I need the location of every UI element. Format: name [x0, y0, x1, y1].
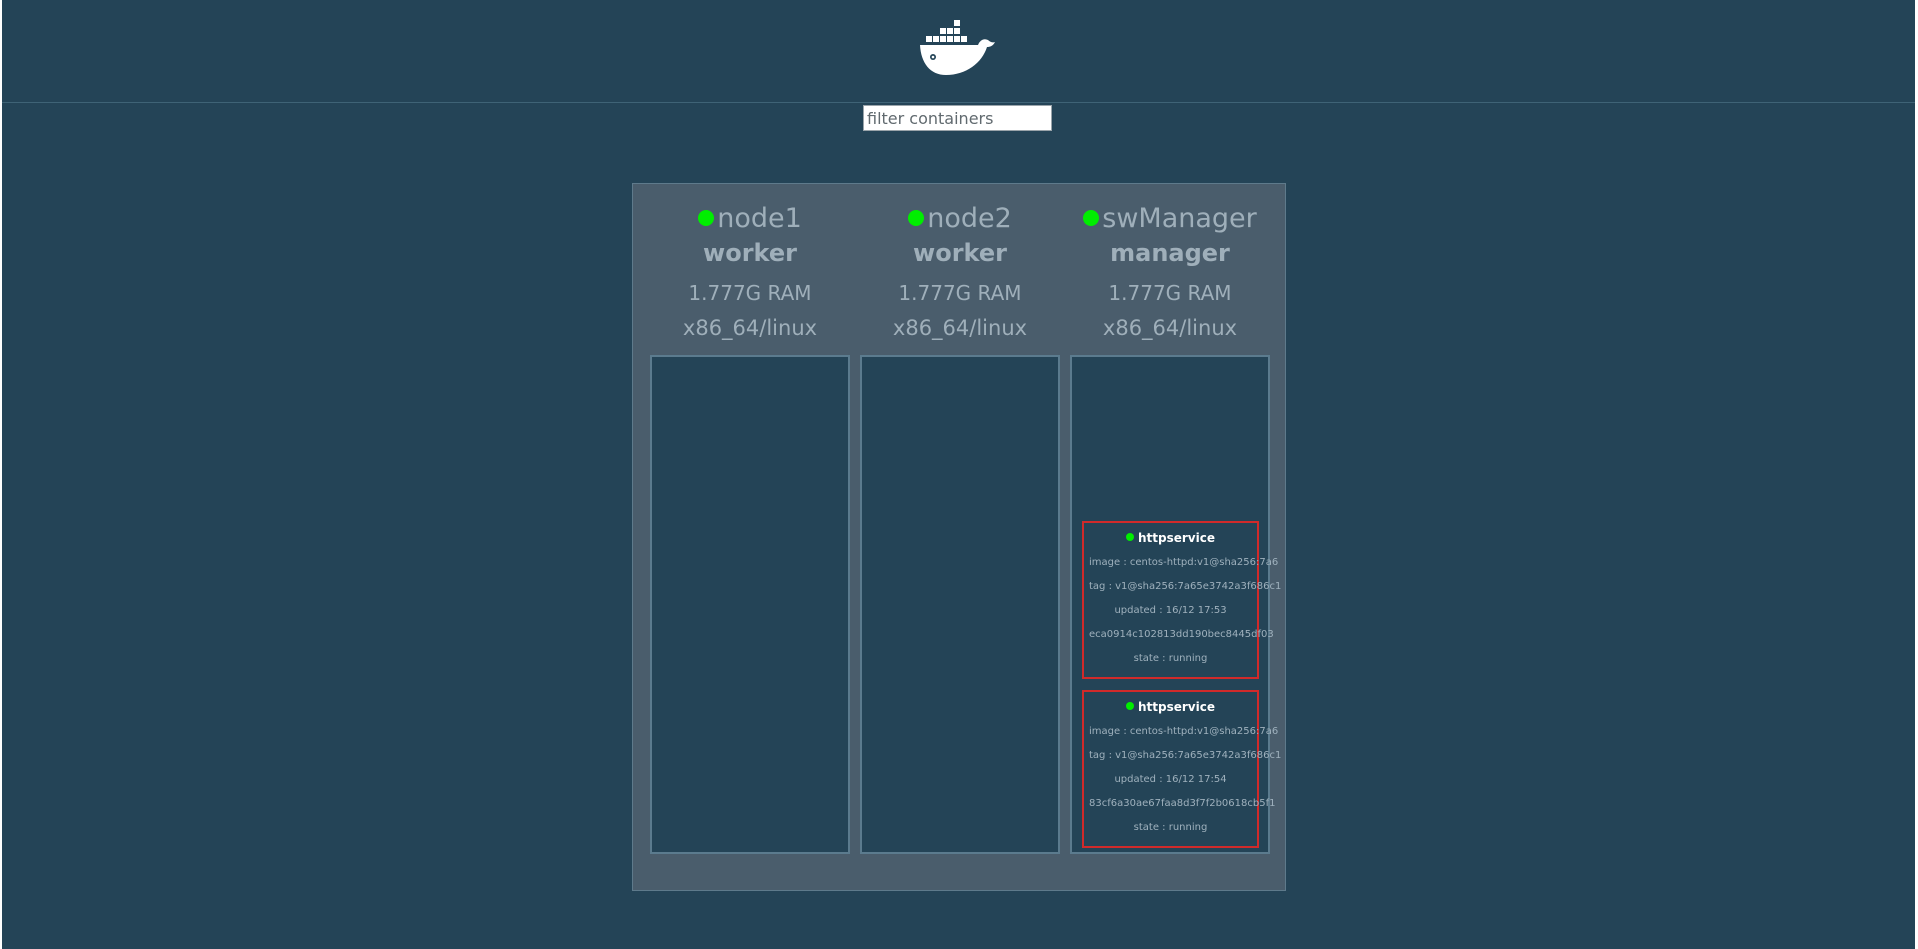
node-title: node2 — [860, 200, 1060, 236]
task-card[interactable]: httpservice image : centos-httpd:v1@sha2… — [1082, 521, 1282, 679]
node-title: node1 — [650, 200, 850, 236]
node-column-node1 — [650, 355, 850, 854]
status-dot-icon — [1083, 210, 1100, 226]
filter-containers-input[interactable] — [863, 105, 1052, 131]
task-name: httpservice — [1138, 531, 1215, 545]
task-tag: tag : v1@sha256:7a65e3742a3f686c1 — [1089, 750, 1282, 761]
node-name: node2 — [927, 202, 1012, 234]
node-arch: x86_64/linux — [1102, 316, 1238, 340]
node-column-node2 — [860, 355, 1060, 854]
task-name: httpservice — [1138, 700, 1215, 714]
task-updated: updated : 16/12 17:53 — [1114, 605, 1227, 616]
node-title: swManager — [1070, 200, 1270, 236]
task-state: state : running — [1133, 822, 1208, 833]
swarm-cluster-panel: node1 worker 1.777G RAM x86_64/linux nod… — [632, 183, 1286, 891]
task-updated: updated : 16/12 17:54 — [1114, 774, 1227, 785]
node-arch: x86_64/linux — [892, 316, 1028, 340]
status-dot-icon — [698, 210, 715, 226]
node-role: manager — [1110, 239, 1230, 267]
status-dot-icon — [1126, 702, 1134, 710]
task-image: image : centos-httpd:v1@sha256:7a6 — [1089, 726, 1279, 737]
task-state: state : running — [1133, 653, 1208, 664]
node-arch: x86_64/linux — [682, 316, 818, 340]
node-ram: 1.777G RAM — [688, 281, 812, 305]
task-title: httpservice — [1084, 700, 1257, 714]
node-ram: 1.777G RAM — [898, 281, 1022, 305]
node-role: worker — [703, 239, 797, 267]
node-ram: 1.777G RAM — [1108, 281, 1232, 305]
task-card[interactable]: httpservice image : centos-httpd:v1@sha2… — [1082, 690, 1282, 848]
docker-whale-logo — [920, 20, 995, 75]
task-id: 83cf6a30ae67faa8d3f7f2b0618cb5f1 — [1089, 798, 1276, 809]
task-tag: tag : v1@sha256:7a65e3742a3f686c1 — [1089, 581, 1282, 592]
node-name: swManager — [1102, 202, 1257, 234]
node-name: node1 — [717, 202, 802, 234]
status-dot-icon — [908, 210, 925, 226]
task-id: eca0914c102813dd190bec8445df03 — [1089, 629, 1274, 640]
task-image: image : centos-httpd:v1@sha256:7a6 — [1089, 557, 1279, 568]
task-title: httpservice — [1084, 531, 1257, 545]
header — [2, 0, 1915, 103]
status-dot-icon — [1126, 533, 1134, 541]
node-role: worker — [913, 239, 1007, 267]
node-column-swmanager: httpservice image : centos-httpd:v1@sha2… — [1070, 355, 1282, 854]
